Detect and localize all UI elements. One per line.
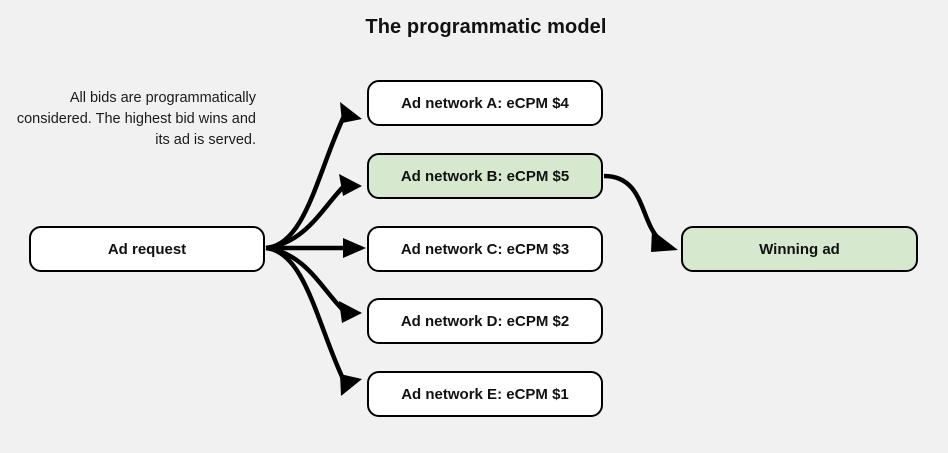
arrowhead-network-a — [340, 102, 362, 123]
arrowhead-network-c — [343, 238, 366, 258]
edge-ad-request-to-network-a — [265, 113, 348, 251]
node-winning-ad-label: Winning ad — [759, 240, 840, 258]
arrowhead-network-e — [340, 374, 362, 396]
edge-network-b-to-winning-ad — [603, 173, 662, 242]
node-ad-network-c[interactable]: Ad network C: eCPM $3 — [367, 226, 603, 272]
node-ad-network-b[interactable]: Ad network B: eCPM $5 — [367, 153, 603, 199]
description-text: All bids are programmatically considered… — [16, 90, 256, 148]
node-ad-network-a[interactable]: Ad network A: eCPM $4 — [367, 80, 603, 126]
node-ad-request[interactable]: Ad request — [29, 226, 265, 272]
arrowhead-network-b — [339, 174, 362, 196]
edge-ad-request-to-network-d — [265, 245, 347, 314]
node-ad-network-d[interactable]: Ad network D: eCPM $2 — [367, 298, 603, 344]
node-ad-network-e-label: Ad network E: eCPM $1 — [401, 385, 569, 403]
page-title: The programmatic model — [365, 16, 607, 38]
node-winning-ad[interactable]: Winning ad — [681, 226, 918, 272]
node-ad-network-c-label: Ad network C: eCPM $3 — [400, 240, 570, 258]
node-ad-network-d-label: Ad network D: eCPM $2 — [400, 312, 570, 330]
edge-ad-request-to-network-e — [265, 245, 348, 384]
node-ad-network-b-label: Ad network B: eCPM $5 — [400, 167, 570, 185]
edge-ad-request-to-network-b — [265, 183, 347, 251]
node-ad-network-e[interactable]: Ad network E: eCPM $1 — [367, 371, 603, 417]
arrowhead-network-d — [339, 301, 362, 323]
node-ad-network-a-label: Ad network A: eCPM $4 — [401, 94, 569, 112]
node-ad-request-label: Ad request — [107, 240, 187, 258]
arrowhead-winning-ad — [651, 230, 678, 252]
